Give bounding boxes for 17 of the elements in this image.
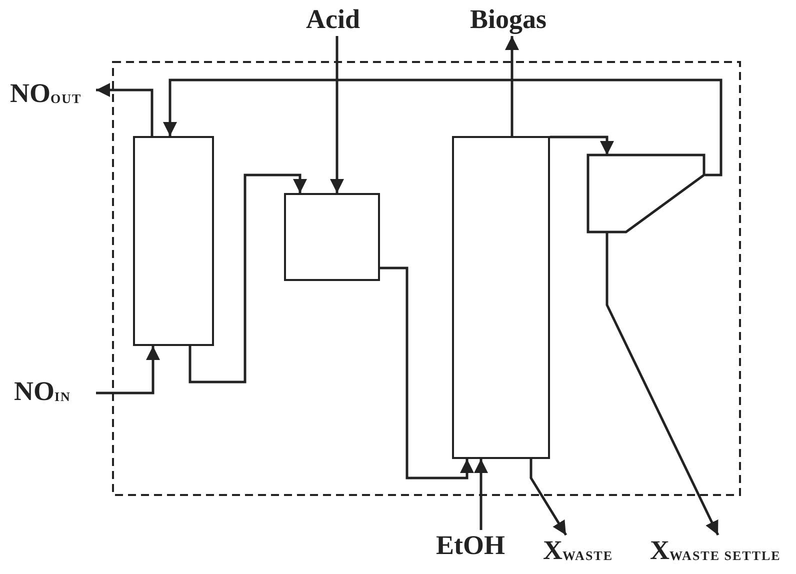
- reactor-vessel: [452, 136, 550, 459]
- arrow: [606, 233, 720, 536]
- reactor-vessel: [284, 193, 380, 281]
- arrow: [505, 36, 519, 136]
- arrow: [163, 78, 722, 176]
- arrow: [96, 83, 154, 136]
- arrow: [188, 174, 307, 384]
- stream-label: Biogas: [470, 4, 562, 36]
- arrow: [474, 459, 488, 530]
- reactor-vessel: [133, 136, 214, 346]
- stream-label: Acid: [306, 4, 372, 36]
- arrow: [96, 346, 160, 394]
- arrow: [330, 36, 344, 193]
- arrow: [530, 459, 568, 536]
- stream-label: EtOH: [436, 530, 520, 564]
- arrow: [380, 266, 474, 480]
- arrow: [550, 136, 614, 155]
